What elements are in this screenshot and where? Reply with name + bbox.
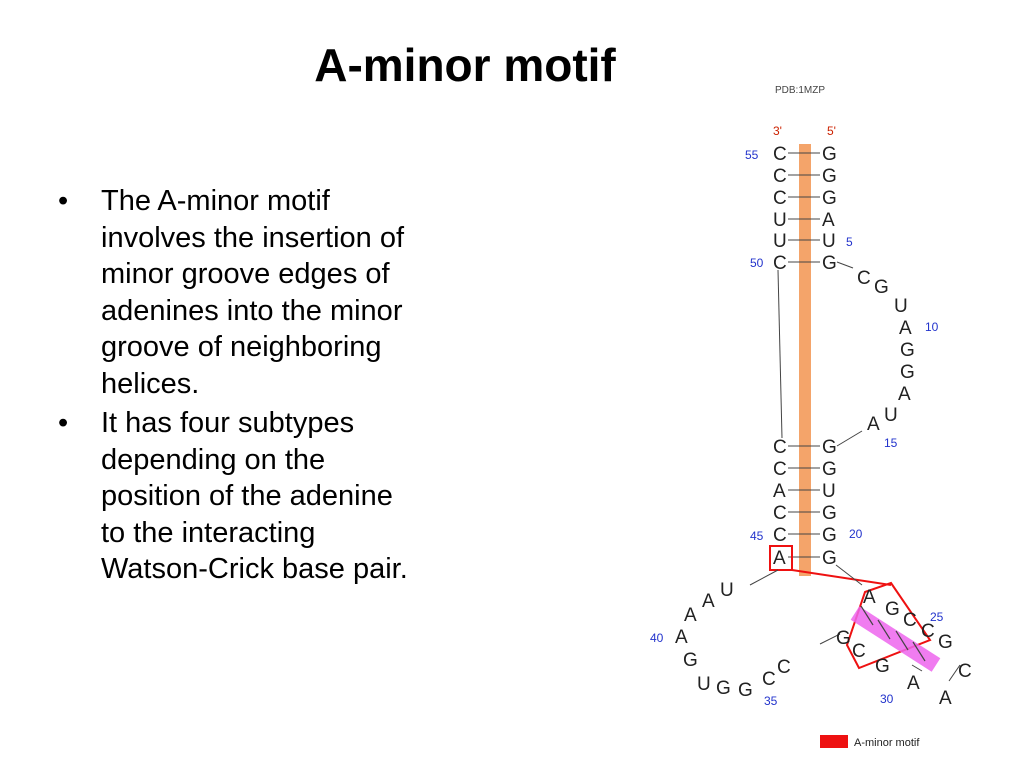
nucleotide: G	[738, 680, 753, 701]
right-loop: C G U A G G A A U	[857, 268, 915, 435]
legend-label: A-minor motif	[854, 737, 920, 749]
nucleotide: C	[773, 188, 787, 209]
nucleotide: C	[777, 657, 791, 678]
nucleotide: C	[958, 661, 972, 682]
nucleotide: A	[907, 673, 920, 694]
nucleotide: A	[684, 605, 697, 626]
nucleotide: C	[903, 610, 917, 631]
bullet-icon: •	[58, 185, 69, 217]
nucleotide: U	[894, 296, 908, 317]
bullet-list: • The A-minor motif involves the inserti…	[58, 183, 418, 591]
a-minor-base-pair-box	[845, 581, 932, 670]
a-minor-connector	[791, 569, 892, 586]
nucleotide: G	[938, 632, 953, 653]
nucleotide: A	[773, 548, 786, 569]
nucleotide: G	[822, 253, 837, 274]
position-number: 30	[880, 692, 894, 706]
left-backbone-line	[777, 269, 783, 439]
nucleotide: G	[822, 144, 837, 165]
nucleotide: G	[885, 599, 900, 620]
nucleotide: U	[720, 580, 734, 601]
position-numbers: 55 5 50 10 15 45 20 25 40 35 30	[650, 148, 944, 708]
position-number: 25	[930, 610, 944, 624]
nucleotide: C	[773, 437, 787, 458]
nucleotide: A	[867, 414, 880, 435]
pdb-label: PDB:1MZP	[775, 85, 825, 96]
bullet-text: The A-minor motif involves the insertion…	[101, 185, 405, 400]
nucleotide: U	[773, 231, 787, 252]
bullet-text: It has four subtypes depending on the po…	[101, 407, 408, 585]
a-minor-adenine-box	[769, 545, 793, 571]
legend-swatch	[820, 735, 848, 748]
junction-highlights	[749, 545, 961, 682]
position-number: 40	[650, 631, 664, 645]
nucleotide: C	[762, 669, 776, 690]
nucleotide: G	[683, 650, 698, 671]
position-number: 35	[764, 694, 778, 708]
junction-nucleotides: A A G C C G C A A G G C C C G G U G A A …	[675, 580, 972, 709]
nucleotide: U	[773, 210, 787, 231]
nucleotide: G	[822, 188, 837, 209]
nucleotide: G	[836, 628, 851, 649]
nucleotide: G	[822, 503, 837, 524]
nucleotide: C	[773, 503, 787, 524]
end-3-label: 3'	[773, 124, 782, 138]
nucleotide: G	[822, 437, 837, 458]
nucleotide: G	[900, 362, 915, 383]
nucleotide: A	[702, 591, 715, 612]
position-number: 45	[750, 529, 764, 543]
nucleotide: C	[921, 621, 935, 642]
position-number: 5	[846, 235, 853, 249]
right-strand: G G G A U G G G U G G G	[822, 144, 837, 569]
nucleotide: U	[822, 481, 836, 502]
nucleotide: A	[822, 210, 835, 231]
nucleotide: G	[822, 459, 837, 480]
nucleotide: C	[773, 459, 787, 480]
bullet-icon: •	[58, 407, 69, 439]
position-number: 20	[849, 527, 863, 541]
nucleotide: G	[822, 548, 837, 569]
nucleotide: G	[900, 340, 915, 361]
nucleotide: A	[899, 318, 912, 339]
nucleotide: C	[852, 641, 866, 662]
nucleotide: G	[875, 656, 890, 677]
nucleotide: A	[939, 688, 952, 709]
base-pair-lines	[788, 152, 863, 558]
bullet-item: • It has four subtypes depending on the …	[58, 405, 418, 588]
rna-secondary-structure-figure: PDB:1MZP 3' 5' C C C U U C C C A C C A	[640, 80, 990, 760]
nucleotide: U	[697, 674, 711, 695]
position-number: 15	[884, 436, 898, 450]
nucleotide: C	[773, 166, 787, 187]
slide-title: A-minor motif	[314, 39, 616, 91]
nucleotide: A	[863, 587, 876, 608]
nucleotide: A	[675, 627, 688, 648]
nucleotide: A	[898, 384, 911, 405]
position-number: 50	[750, 256, 764, 270]
nucleotide: G	[874, 277, 889, 298]
left-strand: C C C U U C C C A C C A	[773, 144, 787, 569]
position-number: 55	[745, 148, 759, 162]
nucleotide: G	[822, 525, 837, 546]
end-5-label: 5'	[827, 124, 836, 138]
position-number: 10	[925, 320, 939, 334]
nucleotide: C	[773, 525, 787, 546]
nucleotide: C	[773, 253, 787, 274]
nucleotide: C	[857, 268, 871, 289]
coaxial-helix-bar	[799, 144, 811, 576]
nucleotide: G	[716, 678, 731, 699]
nucleotide: U	[822, 231, 836, 252]
nucleotide: C	[773, 144, 787, 165]
nucleotide: U	[884, 405, 898, 426]
nucleotide: A	[773, 481, 786, 502]
rna-structure-svg: PDB:1MZP 3' 5' C C C U U C C C A C C A	[650, 85, 972, 749]
bullet-item: • The A-minor motif involves the inserti…	[58, 183, 418, 402]
nucleotide: G	[822, 166, 837, 187]
